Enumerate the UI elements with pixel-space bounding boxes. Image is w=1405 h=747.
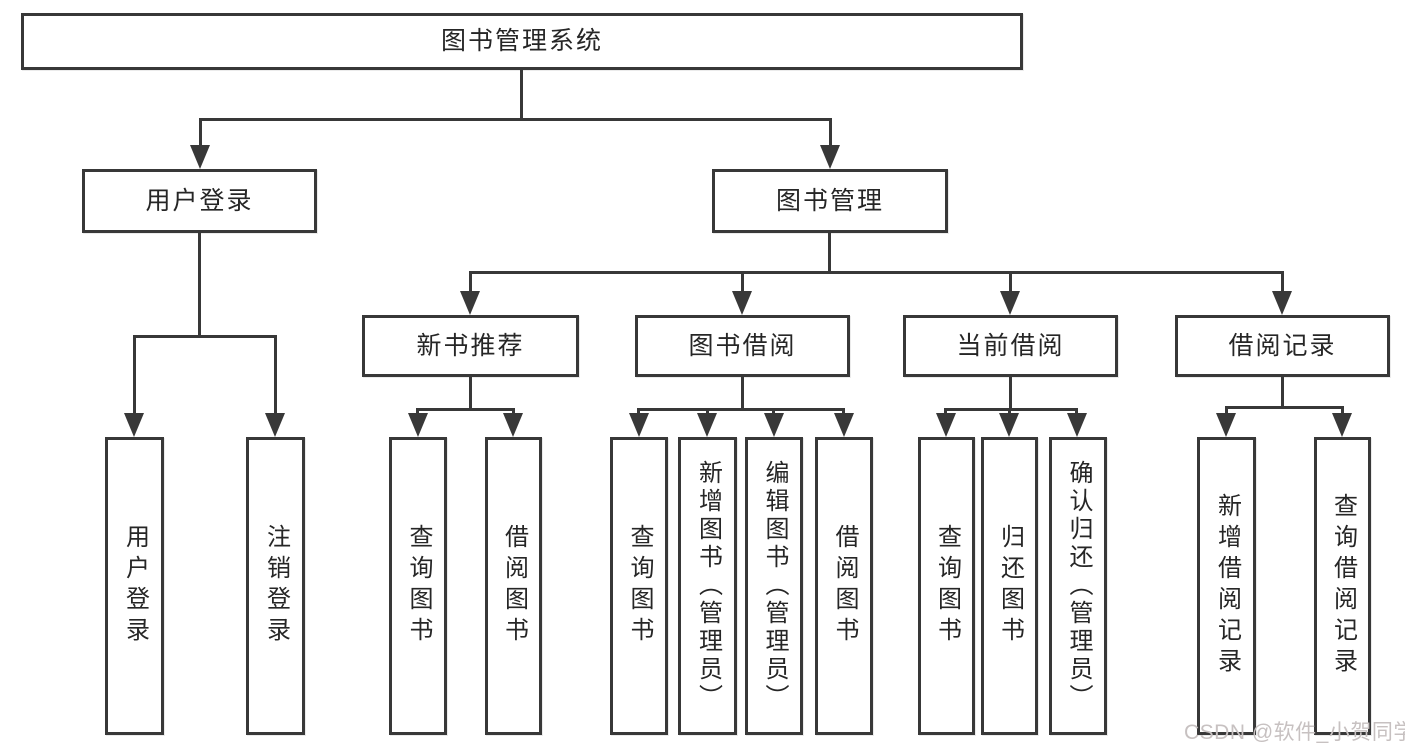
leaf-user-login: 用户登录 <box>105 437 164 735</box>
arrowhead-icon <box>936 413 956 437</box>
node-user-login: 用户登录 <box>82 169 317 233</box>
node-label: 当前借阅 <box>956 331 1065 360</box>
leaf-label: 查询图书 <box>405 524 432 648</box>
connector-drop-user-login <box>199 118 202 146</box>
arrowhead-icon <box>697 413 717 437</box>
arrowhead-icon <box>1000 291 1020 315</box>
connector-current-stub <box>1009 374 1012 410</box>
arrowhead-icon <box>764 413 784 437</box>
node-label: 用户登录 <box>145 186 254 215</box>
leaf-logout-login: 注销登录 <box>246 437 305 735</box>
arrowhead-icon <box>834 413 854 437</box>
connector-root-stub <box>520 69 523 121</box>
node-label: 图书借阅 <box>688 331 797 360</box>
leaf-label: 借阅图书 <box>831 524 858 648</box>
arrowhead-icon <box>999 413 1019 437</box>
connector-drop-leaf <box>512 408 515 416</box>
leaf-label: 归还图书 <box>996 524 1024 648</box>
connector-drop-records <box>1281 271 1284 295</box>
arrowhead-icon <box>1332 413 1352 437</box>
leaf-label: 查询借阅记录 <box>1329 493 1357 679</box>
leaf-borrow-query-book: 查询图书 <box>610 437 668 735</box>
connector-drop-leaf <box>637 408 640 416</box>
leaf-records-query-record: 查询借阅记录 <box>1314 437 1371 735</box>
connector-recommend-stub <box>469 374 472 410</box>
leaf-borrow-borrow-book: 借阅图书 <box>815 437 873 735</box>
leaf-current-confirm-return-admin: 确认归还（管理员） <box>1049 437 1107 735</box>
leaf-label: 查询图书 <box>626 524 653 648</box>
leaf-label: 编辑图书（管理员） <box>761 460 788 712</box>
node-label: 借阅记录 <box>1228 331 1337 360</box>
connector-borrow-stub <box>741 374 744 410</box>
connector-drop-leaf <box>274 335 277 415</box>
leaf-current-return-book: 归还图书 <box>981 437 1038 735</box>
connector-drop-leaf <box>706 408 709 416</box>
node-label: 图书管理 <box>775 186 884 215</box>
leaf-label: 注销登录 <box>262 524 290 648</box>
connector-drop-leaf <box>1225 406 1228 416</box>
connector-drop-leaf <box>1075 408 1078 416</box>
connector-bookmgmt-stub <box>828 230 831 274</box>
arrowhead-icon <box>124 413 144 437</box>
connector-drop-leaf <box>416 408 419 416</box>
arrowhead-icon <box>1216 413 1236 437</box>
connector-drop-leaf <box>1008 408 1011 416</box>
node-root-library-system: 图书管理系统 <box>21 13 1023 70</box>
connector-drop-leaf <box>133 335 136 415</box>
leaf-label: 新增图书（管理员） <box>694 460 722 712</box>
connector-drop-borrow <box>741 271 744 295</box>
connector-records-rail <box>1225 406 1344 409</box>
connector-bookmgmt-rail <box>469 271 1284 274</box>
connector-drop-current <box>1009 271 1012 295</box>
node-book-management: 图书管理 <box>712 169 948 233</box>
connector-current-rail <box>944 408 1078 411</box>
connector-root-rail <box>199 118 832 121</box>
arrowhead-icon <box>190 145 210 169</box>
leaf-label: 用户登录 <box>121 524 149 648</box>
leaf-records-add-record: 新增借阅记录 <box>1197 437 1256 735</box>
arrowhead-icon <box>1067 413 1087 437</box>
connector-userlogin-rail <box>133 335 277 338</box>
connector-drop-leaf <box>772 408 775 416</box>
connector-drop-leaf <box>842 408 845 416</box>
connector-records-stub <box>1281 374 1284 409</box>
arrowhead-icon <box>1272 291 1292 315</box>
leaf-label: 新增借阅记录 <box>1213 493 1241 679</box>
arrowhead-icon <box>503 413 523 437</box>
connector-drop-recommend <box>469 271 472 295</box>
connector-recommend-rail <box>416 408 515 411</box>
leaf-label: 查询图书 <box>933 524 961 648</box>
leaf-recommend-query-book: 查询图书 <box>389 437 447 735</box>
leaf-label: 借阅图书 <box>500 524 528 648</box>
arrowhead-icon <box>265 413 285 437</box>
arrowhead-icon <box>408 413 428 437</box>
connector-drop-leaf <box>1341 406 1344 416</box>
arrowhead-icon <box>629 413 649 437</box>
node-book-borrow: 图书借阅 <box>635 315 850 377</box>
arrowhead-icon <box>732 291 752 315</box>
connector-userlogin-stub <box>198 230 201 338</box>
node-label: 图书管理系统 <box>440 27 603 55</box>
leaf-label: 确认归还（管理员） <box>1065 460 1092 712</box>
node-current-borrow: 当前借阅 <box>903 315 1118 377</box>
node-label: 新书推荐 <box>416 331 525 360</box>
arrowhead-icon <box>460 291 480 315</box>
connector-drop-leaf <box>944 408 947 416</box>
leaf-borrow-add-book-admin: 新增图书（管理员） <box>678 437 737 735</box>
arrowhead-icon <box>820 145 840 169</box>
connector-borrow-rail <box>637 408 845 411</box>
node-new-book-recommend: 新书推荐 <box>362 315 579 377</box>
node-borrow-records: 借阅记录 <box>1175 315 1390 377</box>
leaf-recommend-borrow-book: 借阅图书 <box>485 437 542 735</box>
leaf-current-query-book: 查询图书 <box>918 437 975 735</box>
connector-drop-book-management <box>829 118 832 146</box>
leaf-borrow-edit-book-admin: 编辑图书（管理员） <box>745 437 803 735</box>
